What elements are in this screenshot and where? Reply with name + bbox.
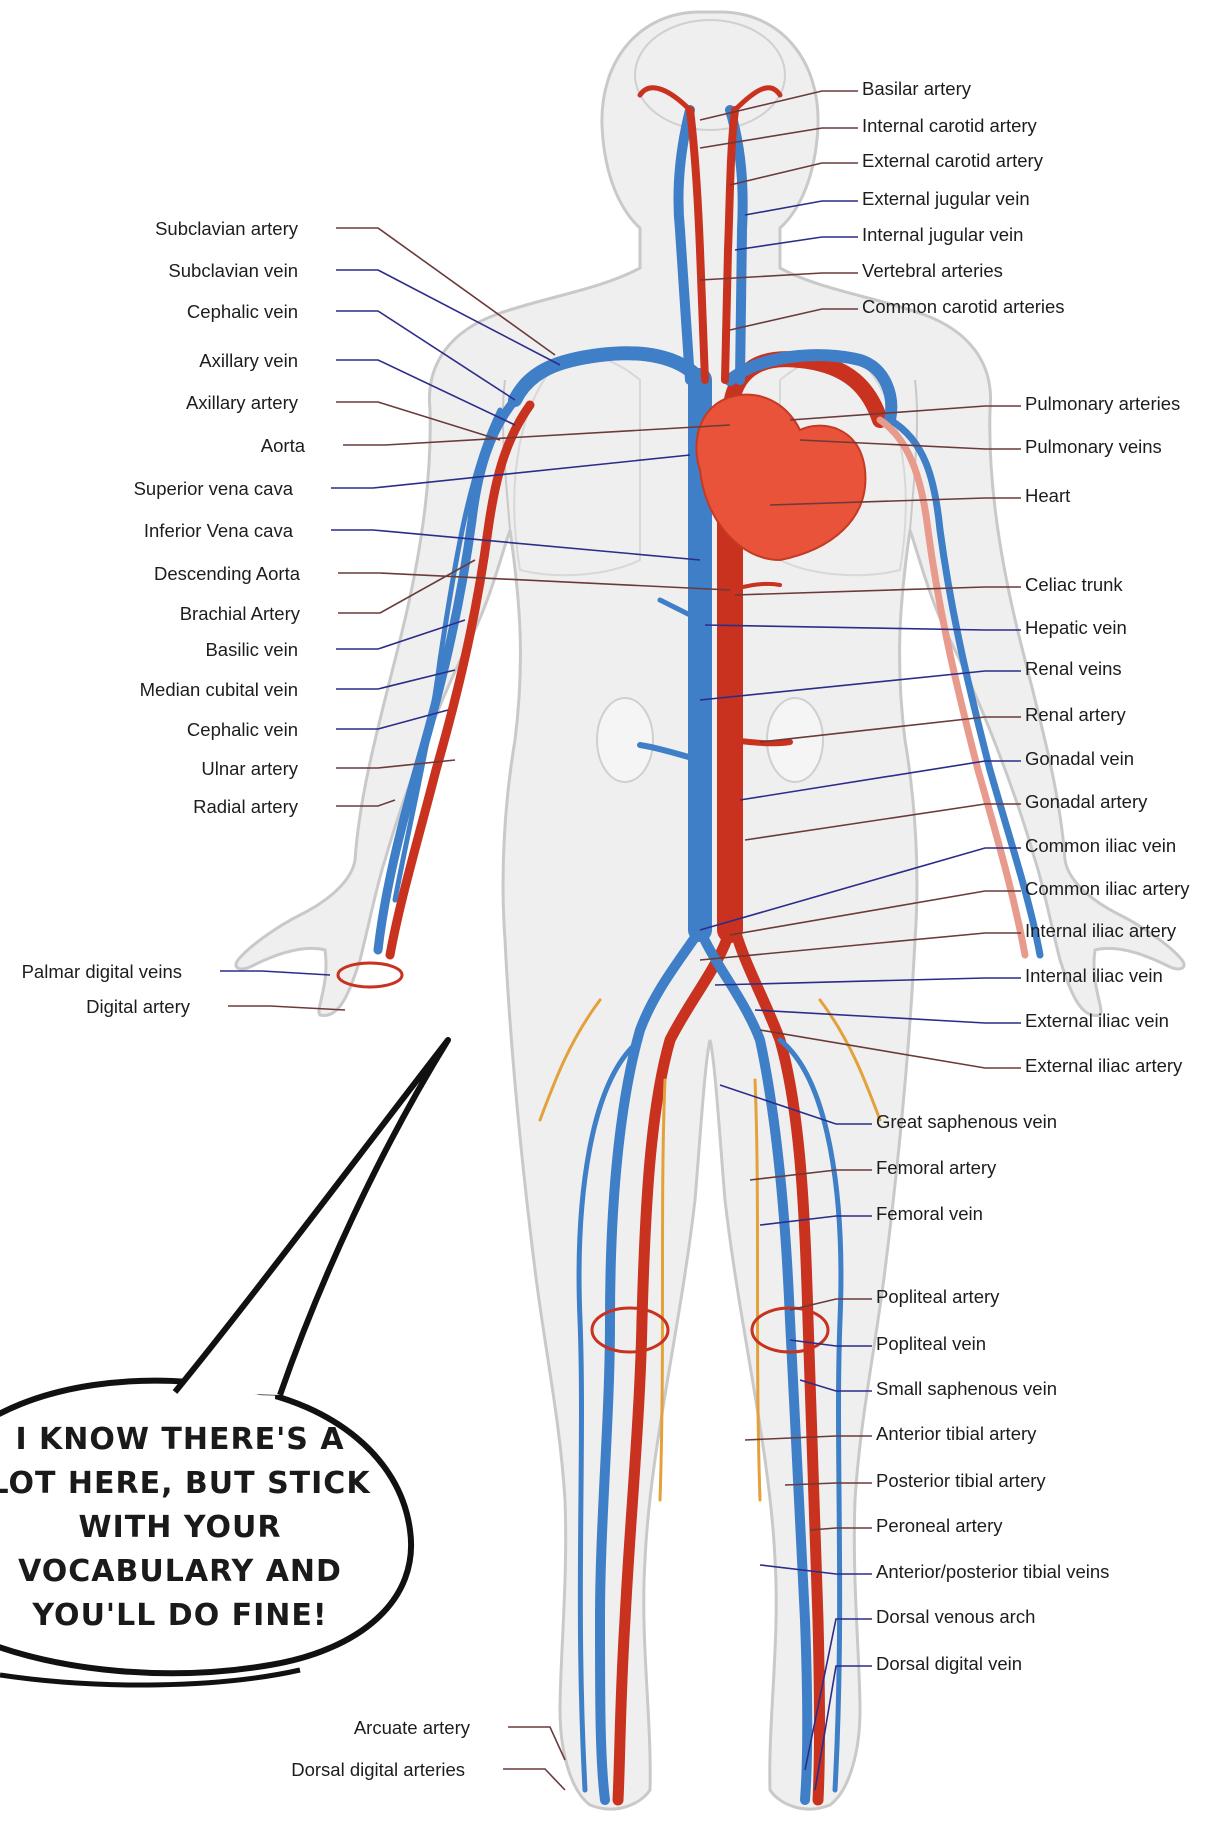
speech-bubble-text: I KNOW THERE'S A LOT HERE, BUT STICK WIT… <box>0 1418 400 1638</box>
label-right: Anterior tibial artery <box>876 1425 1036 1444</box>
label-right: Dorsal digital vein <box>876 1655 1022 1674</box>
label-right: Popliteal artery <box>876 1288 999 1307</box>
leader-line-left <box>503 1769 565 1790</box>
label-right: Common iliac artery <box>1025 880 1190 899</box>
label-right: Dorsal venous arch <box>876 1608 1035 1627</box>
label-right: Internal iliac vein <box>1025 967 1163 986</box>
label-right: External carotid artery <box>862 152 1043 171</box>
label-right: Small saphenous vein <box>876 1380 1057 1399</box>
label-right: Femoral vein <box>876 1205 983 1224</box>
leader-line-left <box>220 971 330 975</box>
label-left: Dorsal digital arteries <box>291 1761 465 1780</box>
label-left: Cephalic vein <box>187 303 298 322</box>
label-right: External iliac artery <box>1025 1057 1182 1076</box>
label-right: Heart <box>1025 487 1070 506</box>
left-kidney <box>597 698 653 782</box>
label-left: Aorta <box>261 437 305 456</box>
label-right: Common iliac vein <box>1025 837 1176 856</box>
label-right: Anterior/posterior tibial veins <box>876 1563 1109 1582</box>
label-right: Internal iliac artery <box>1025 922 1176 941</box>
label-right: Hepatic vein <box>1025 619 1127 638</box>
label-left: Subclavian vein <box>168 262 298 281</box>
label-right: External jugular vein <box>862 190 1030 209</box>
label-right: Basilar artery <box>862 80 971 99</box>
label-right: External iliac vein <box>1025 1012 1169 1031</box>
label-right: Pulmonary arteries <box>1025 395 1180 414</box>
label-right: Vertebral arteries <box>862 262 1003 281</box>
label-right: Popliteal vein <box>876 1335 986 1354</box>
speech-line: LOT HERE, BUT STICK <box>0 1462 400 1506</box>
label-left: Radial artery <box>193 798 298 817</box>
speech-bubble-tail <box>175 1040 448 1395</box>
label-left: Median cubital vein <box>140 681 298 700</box>
label-left: Brachial Artery <box>180 605 300 624</box>
label-right: Posterior tibial artery <box>876 1472 1046 1491</box>
label-right: Renal artery <box>1025 706 1126 725</box>
label-right: Great saphenous vein <box>876 1113 1057 1132</box>
label-left: Subclavian artery <box>155 220 298 239</box>
label-right: Femoral artery <box>876 1159 996 1178</box>
label-right: Internal jugular vein <box>862 226 1023 245</box>
label-right: Common carotid arteries <box>862 298 1065 317</box>
speech-bubble-join <box>182 1398 275 1400</box>
label-left: Inferior Vena cava <box>144 522 293 541</box>
leader-line-left <box>508 1727 565 1760</box>
label-left: Axillary artery <box>186 394 298 413</box>
label-right: Gonadal artery <box>1025 793 1147 812</box>
label-left: Arcuate artery <box>354 1719 470 1738</box>
label-left: Ulnar artery <box>201 760 298 779</box>
speech-line: VOCABULARY AND <box>0 1550 400 1594</box>
label-left: Cephalic vein <box>187 721 298 740</box>
label-right: Pulmonary veins <box>1025 438 1162 457</box>
label-right: Peroneal artery <box>876 1517 1002 1536</box>
label-left: Axillary vein <box>199 352 298 371</box>
speech-line: YOU'LL DO FINE! <box>0 1594 400 1638</box>
label-left: Palmar digital veins <box>22 963 182 982</box>
label-left: Superior vena cava <box>134 480 293 499</box>
label-left: Descending Aorta <box>154 565 300 584</box>
speech-line: I KNOW THERE'S A <box>0 1418 400 1462</box>
label-left: Basilic vein <box>205 641 298 660</box>
label-right: Celiac trunk <box>1025 576 1123 595</box>
speech-line: WITH YOUR <box>0 1506 400 1550</box>
label-left: Digital artery <box>86 998 190 1017</box>
label-right: Internal carotid artery <box>862 117 1037 136</box>
label-right: Renal veins <box>1025 660 1122 679</box>
label-right: Gonadal vein <box>1025 750 1134 769</box>
